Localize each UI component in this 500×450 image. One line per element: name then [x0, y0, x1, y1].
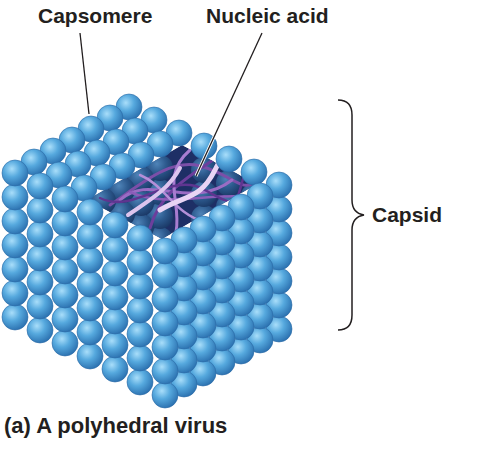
capsomere-sphere [152, 238, 178, 264]
capsomere-sphere [2, 304, 28, 330]
part-label: Capsomere [38, 4, 152, 28]
capsomere-sphere [127, 273, 153, 299]
strand [174, 150, 190, 232]
capsomere-sphere [152, 334, 178, 360]
capsomere-sphere [27, 317, 53, 343]
capsomere-sphere [27, 269, 53, 295]
capsomere-sphere [102, 308, 128, 334]
capsomere-sphere [152, 262, 178, 288]
capsomere-sphere [2, 208, 28, 234]
capsomere-sphere [77, 223, 103, 249]
capsomere-sphere [52, 282, 78, 308]
capsomere-sphere [2, 280, 28, 306]
capsomere-sphere [102, 260, 128, 286]
capsomere-sphere [2, 256, 28, 282]
leader-line [80, 33, 89, 114]
capsid-interior [71, 145, 267, 297]
figure-caption: (a) A polyhedral virus [4, 413, 227, 438]
capsomere-sphere [127, 345, 153, 371]
capsomere-sphere [152, 286, 178, 312]
capsomeres [2, 94, 292, 408]
capsomere-sphere [52, 186, 78, 212]
capsomere-sphere [241, 159, 267, 185]
capsomere-sphere [102, 356, 128, 382]
capsomere-sphere [2, 160, 28, 186]
capsomere-sphere [102, 236, 128, 262]
capsomere-sphere [216, 146, 242, 172]
capsomere-sphere [102, 212, 128, 238]
capsomere-sphere [127, 249, 153, 275]
capsomere-sphere [52, 234, 78, 260]
capsomere-sphere [52, 330, 78, 356]
capsomere-sphere [2, 232, 28, 258]
part-label: Nucleic acid [206, 4, 329, 28]
capsomere-sphere [102, 284, 128, 310]
capsomere-sphere [152, 358, 178, 384]
capsomere-sphere [27, 221, 53, 247]
leader-line [196, 33, 262, 176]
capsomere-sphere [152, 382, 178, 408]
capsomere-sphere [127, 321, 153, 347]
capsomere-sphere [127, 225, 153, 251]
capsomere-sphere [27, 197, 53, 223]
capsomere-sphere [27, 173, 53, 199]
capsomere-sphere [127, 297, 153, 323]
inner-wall [71, 155, 267, 297]
capsomere-sphere [27, 293, 53, 319]
capsomere-sphere [52, 306, 78, 332]
bracket [338, 100, 364, 330]
capsomere-sphere [52, 258, 78, 284]
capsomere-sphere [52, 210, 78, 236]
strand-highlight [128, 168, 180, 215]
capsomere-sphere [77, 247, 103, 273]
interior-shadow [87, 145, 257, 239]
capsomere-sphere [77, 295, 103, 321]
capsomere-sphere [127, 369, 153, 395]
capsomere-sphere [27, 245, 53, 271]
capsomere-sphere [77, 319, 103, 345]
part-label: Capsid [372, 203, 442, 227]
capsomere-sphere [77, 271, 103, 297]
capsomere-sphere [2, 184, 28, 210]
capsomere-sphere [152, 310, 178, 336]
capsomere-sphere [77, 343, 103, 369]
capsomere-sphere [77, 199, 103, 225]
leader-line-halo [196, 33, 262, 176]
capsomere-sphere [102, 332, 128, 358]
